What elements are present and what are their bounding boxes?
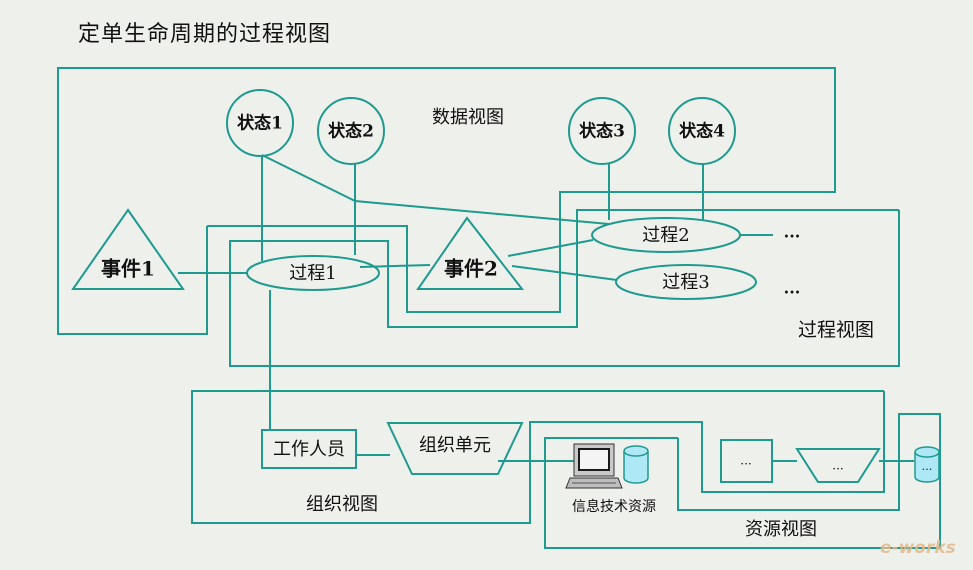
state-3-label: 状态3	[579, 121, 625, 142]
resource-trapezoid-ellipsis: ...	[832, 459, 843, 473]
ellipsis-process-2: ...	[784, 223, 801, 242]
page-title: 定单生命周期的过程视图	[78, 22, 332, 47]
state-4-label: 状态4	[679, 121, 725, 142]
organization-view-frame	[191, 390, 885, 524]
org-unit-label: 组织单元	[419, 435, 491, 456]
staff-box	[261, 429, 357, 469]
process-3-label: 过程3	[662, 272, 709, 293]
resource-trapezoid	[795, 448, 881, 483]
ellipsis-process-3: ...	[784, 279, 801, 298]
state-3-circle	[568, 97, 636, 165]
organization-view-label: 组织视图	[306, 494, 378, 515]
data-view-label: 数据视图	[432, 107, 504, 128]
watermark-logo: e-works	[880, 538, 956, 558]
process-2-ellipse	[591, 217, 741, 253]
state-4-circle	[668, 97, 736, 165]
org-unit-trapezoid	[386, 422, 524, 475]
event-1-label: 事件1	[101, 257, 155, 281]
state-2-label: 状态2	[328, 121, 374, 142]
event-2-label: 事件2	[444, 257, 498, 281]
state-2-circle	[317, 97, 385, 165]
resource-box	[720, 439, 773, 483]
connections	[178, 154, 914, 462]
process-2-label: 过程2	[642, 225, 689, 246]
data-view-frame	[57, 67, 836, 335]
resource-box-ellipsis: ...	[740, 454, 751, 468]
database-icon	[914, 446, 940, 483]
resource-view-frame	[544, 413, 941, 549]
resource-view-label: 资源视图	[745, 519, 817, 540]
staff-label: 工作人员	[273, 439, 345, 460]
process-1-ellipse	[246, 255, 380, 291]
event-2-triangle	[416, 216, 525, 290]
it-resource-label: 信息技术资源	[572, 498, 656, 515]
process-1-label: 过程1	[289, 263, 336, 284]
process-view-label: 过程视图	[798, 319, 874, 341]
process-view-frame	[229, 209, 900, 367]
process-3-ellipse	[615, 264, 757, 300]
event-1-triangle	[71, 208, 185, 290]
database-icon	[623, 445, 649, 484]
state-1-circle	[226, 89, 294, 157]
computer-icon	[565, 443, 623, 489]
database-ellipsis: ...	[922, 460, 933, 473]
state-1-label: 状态1	[237, 113, 283, 134]
